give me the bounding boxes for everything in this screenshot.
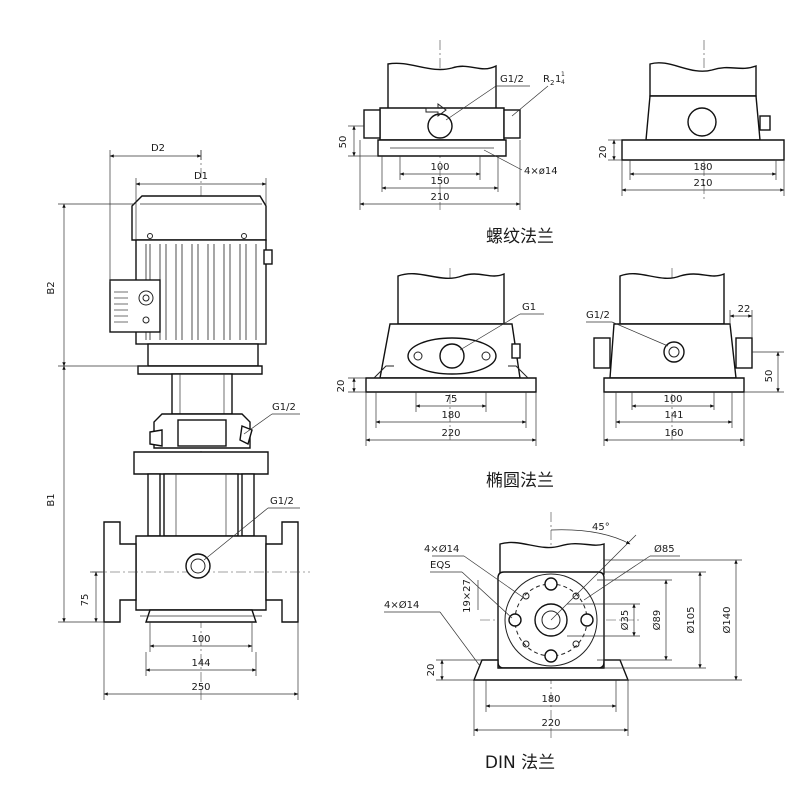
tf-label-r: R 2 1 1 4: [543, 71, 565, 87]
dim-b2: B2: [46, 281, 57, 294]
din-dim-20: 20: [426, 664, 437, 677]
tf-label-g: G1/2: [500, 74, 524, 85]
din-dim-180: 180: [541, 694, 560, 705]
svg-text:1: 1: [555, 74, 561, 85]
threaded-flange-front-view: G1/2 R 2 1 1 4 50 100 150 210 4×ø14: [338, 40, 565, 210]
dim-75: 75: [80, 594, 91, 607]
ofs-label-g: G1/2: [586, 310, 610, 321]
caption-oval-flange: 椭圆法兰: [486, 471, 554, 491]
ofs-dim-22: 22: [738, 304, 751, 315]
din-dim-d140: Ø140: [721, 607, 733, 634]
of-dim-20: 20: [336, 380, 347, 393]
oval-flange-side-view: G1/2 22 50 100 141 160: [586, 268, 784, 446]
din-label-eqs: EQS: [430, 560, 451, 571]
svg-text:1: 1: [561, 71, 565, 78]
of-label-g: G1: [522, 302, 536, 313]
main-pump-view: D2 D1 B2 B1 75 G1/2 G1/2 100: [46, 143, 310, 700]
din-label-angle: 45°: [592, 522, 610, 533]
caption-threaded-flange: 螺纹法兰: [486, 227, 554, 247]
din-dim-d35: Ø35: [619, 610, 631, 631]
din-label-holes-b: 4×Ø14: [384, 599, 419, 611]
dim-144: 144: [191, 658, 210, 669]
svg-text:4: 4: [561, 79, 565, 86]
tf-dim-150: 150: [430, 176, 449, 187]
svg-text:R: R: [543, 74, 550, 85]
of-dim-180: 180: [441, 410, 460, 421]
ofs-dim-50: 50: [764, 370, 775, 383]
tfs-dim-180: 180: [693, 162, 712, 173]
of-dim-75: 75: [445, 394, 458, 405]
din-dim-d105: Ø105: [685, 607, 697, 634]
ofs-dim-100: 100: [663, 394, 682, 405]
dim-d1: D1: [194, 171, 208, 182]
dim-b1: B1: [46, 493, 57, 506]
label-g-top: G1/2: [272, 402, 296, 413]
of-dim-220: 220: [441, 428, 460, 439]
ofs-dim-160: 160: [664, 428, 683, 439]
oval-flange-front-view: G1 20 75 180 220: [336, 268, 544, 446]
tf-dim-50: 50: [338, 136, 349, 149]
din-flange-view: 45° 4×Ø14 EQS Ø85 19×27 4×Ø14 Ø35 Ø89 Ø1…: [384, 512, 742, 740]
dim-100: 100: [191, 634, 210, 645]
tfs-dim-210: 210: [693, 178, 712, 189]
din-label-slot: 19×27: [462, 579, 473, 613]
svg-text:2: 2: [550, 79, 554, 87]
dim-d2: D2: [151, 143, 165, 154]
din-dim-220: 220: [541, 718, 560, 729]
din-dim-d89: Ø89: [651, 610, 663, 631]
motor-fins: [145, 244, 257, 340]
threaded-flange-side-view: 20 180 210: [598, 40, 785, 200]
ofs-dim-141: 141: [664, 410, 683, 421]
tf-dim-210: 210: [430, 192, 449, 203]
caption-din-flange: DIN 法兰: [485, 753, 555, 773]
terminal-box: [109, 279, 161, 333]
dim-250: 250: [191, 682, 210, 693]
tf-dim-100: 100: [430, 162, 449, 173]
label-g-mid: G1/2: [270, 496, 294, 507]
din-label-d85: Ø85: [654, 543, 675, 555]
tf-label-holes: 4×ø14: [524, 166, 558, 177]
din-label-holes-a: 4×Ø14: [424, 543, 459, 555]
tfs-dim-20: 20: [598, 146, 609, 159]
